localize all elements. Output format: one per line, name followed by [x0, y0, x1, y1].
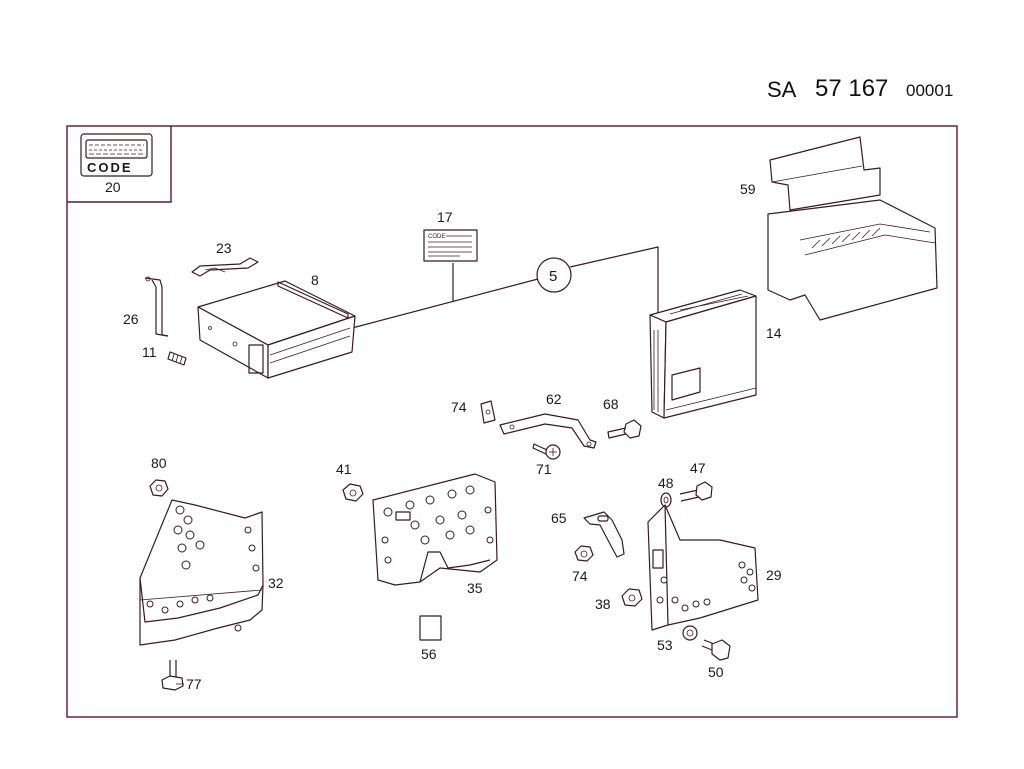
pad-part-56 [419, 615, 442, 641]
trim-cover-part-59 [767, 136, 938, 321]
bolt-part-47 [679, 481, 713, 502]
nut-part-38 [621, 588, 643, 607]
bracket-part-35 [372, 473, 498, 586]
wiring [351, 246, 659, 329]
diagram-frame [66, 125, 958, 718]
label-32: 32 [268, 575, 284, 591]
code-card-text: CODE [87, 160, 133, 175]
amplifier-unit-part-14 [649, 289, 757, 419]
bracket-part-62 [499, 413, 597, 449]
callout-circle [536, 257, 572, 293]
code-sticker-part-17: CODE [423, 229, 478, 262]
label-62: 62 [546, 391, 562, 407]
bracket-part-23 [191, 257, 259, 277]
label-48: 48 [658, 475, 674, 491]
bolt-part-77 [161, 660, 184, 691]
label-53: 53 [657, 637, 673, 653]
drawing-subnumber: 00001 [906, 81, 954, 100]
label-35: 35 [467, 580, 483, 596]
label-74-upper: 74 [451, 399, 467, 415]
label-11: 11 [142, 344, 157, 360]
drawing-header: SA 57 167 00001 [0, 72, 1024, 108]
label-26: 26 [123, 311, 139, 327]
washer-part-53 [682, 625, 698, 641]
bracket-part-65 [583, 511, 625, 558]
screw-part-71 [532, 443, 561, 460]
nut-part-80 [149, 479, 169, 497]
label-77: 77 [186, 676, 202, 692]
stud-part-11 [167, 351, 187, 366]
radio-unit-part-8 [197, 280, 356, 379]
drawing-number: 57 167 [815, 75, 889, 102]
nut-part-41 [342, 483, 364, 502]
label-68: 68 [603, 396, 619, 412]
bolt-part-68 [607, 419, 642, 439]
strap-part-26 [144, 276, 169, 337]
nut-part-74-lower [574, 545, 594, 562]
callout-5: 5 [549, 268, 557, 285]
label-38: 38 [595, 596, 611, 612]
label-20: 20 [105, 179, 121, 195]
sticker-text: CODE [428, 234, 445, 240]
label-65: 65 [551, 510, 567, 526]
label-47: 47 [690, 460, 706, 476]
label-23: 23 [216, 240, 232, 256]
bracket-part-32 [139, 499, 264, 646]
label-8: 8 [311, 272, 319, 288]
label-71: 71 [536, 461, 552, 477]
label-17: 17 [437, 209, 453, 225]
label-80: 80 [151, 455, 167, 471]
label-74-lower: 74 [572, 568, 588, 584]
label-50: 50 [708, 664, 724, 680]
label-41: 41 [336, 461, 352, 477]
label-56: 56 [421, 646, 437, 662]
bracket-part-29 [647, 504, 759, 631]
inset-frame [67, 126, 172, 203]
washer-part-48 [660, 492, 672, 508]
bolt-part-50 [701, 639, 731, 661]
label-29: 29 [766, 567, 782, 583]
drawing-prefix: SA [767, 77, 797, 102]
code-card-part-20: CODE [80, 133, 153, 177]
label-14: 14 [766, 325, 782, 341]
label-59: 59 [740, 181, 756, 197]
clip-part-74-upper [480, 400, 496, 424]
